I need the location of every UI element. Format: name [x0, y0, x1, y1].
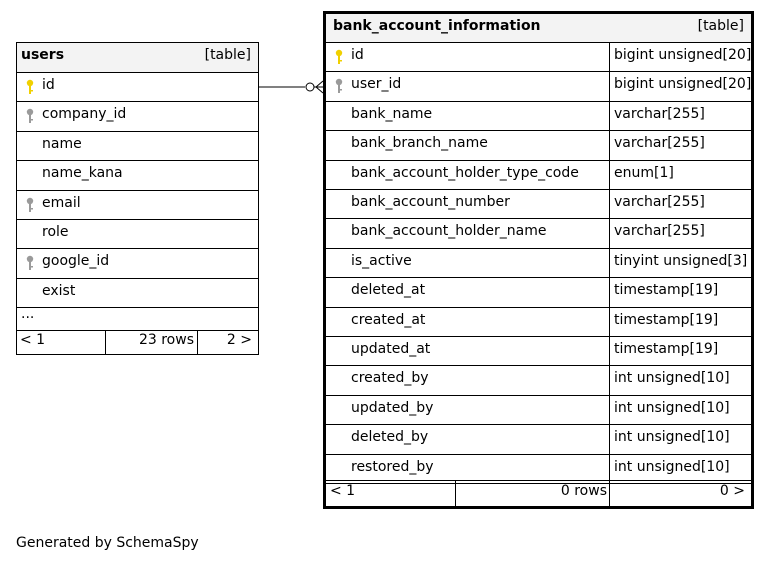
column-name: bank_account_holder_type_code [351, 164, 579, 181]
column-row[interactable]: restored_by int unsigned[10] [326, 455, 751, 484]
table-name: bank_account_information [333, 18, 541, 34]
column-datatype: timestamp[19] [614, 311, 719, 328]
column-row[interactable]: role [17, 220, 258, 250]
column-datatype: int unsigned[10] [614, 429, 730, 446]
column-name: id [351, 47, 364, 63]
column-name: bank_branch_name [351, 135, 488, 152]
column-row[interactable]: is_active tinyint unsigned[3] [326, 249, 751, 279]
column-row[interactable]: user_id bigint unsigned[20] [326, 72, 752, 102]
row-count: 23 rows [138, 332, 194, 348]
column-row[interactable]: id [17, 73, 258, 103]
prev-page-link[interactable]: < 1 [20, 332, 46, 348]
column-name: id [42, 77, 55, 93]
primary-key-icon [26, 79, 34, 94]
column-name: google_id [42, 253, 110, 270]
column-name: deleted_by [351, 429, 429, 446]
table-bank-account-information[interactable]: bank_account_information [table] id bigin… [323, 11, 754, 509]
index-key-icon [26, 256, 34, 271]
column-datatype: int unsigned[10] [614, 399, 730, 416]
primary-key-icon [335, 49, 343, 64]
column-row[interactable]: updated_by int unsigned[10] [326, 396, 751, 426]
table-footer: < 1 0 rows 0 > [326, 480, 751, 506]
column-datatype: bigint unsigned[20] [614, 76, 752, 93]
ellipsis-text: ... [21, 306, 35, 322]
column-datatype: bigint unsigned[20] [614, 47, 752, 63]
column-row[interactable]: deleted_at timestamp[19] [326, 278, 751, 308]
column-name: name_kana [42, 165, 123, 182]
column-row[interactable]: bank_account_holder_name varchar[255] [326, 219, 751, 249]
column-datatype: varchar[255] [614, 223, 705, 240]
column-row[interactable]: bank_name varchar[255] [326, 102, 751, 132]
column-name: role [42, 224, 69, 240]
generated-by-note: Generated by SchemaSpy [16, 535, 199, 551]
column-name: deleted_at [351, 282, 426, 299]
column-datatype: varchar[255] [614, 135, 705, 152]
index-key-icon [335, 79, 343, 94]
column-name: created_at [351, 311, 426, 328]
table-name: users [21, 47, 65, 63]
column-row[interactable]: bank_branch_name varchar[255] [326, 131, 751, 161]
next-page-link[interactable]: 2 > [226, 332, 252, 348]
next-page-link[interactable]: 0 > [719, 483, 745, 499]
table-header: bank_account_information [table] [326, 14, 751, 43]
column-datatype: tinyint unsigned[3] [614, 252, 748, 269]
column-row[interactable]: name [17, 132, 258, 162]
column-datatype: int unsigned[10] [614, 458, 730, 475]
datatype-column-divider [609, 43, 610, 506]
column-row[interactable]: deleted_by int unsigned[10] [326, 425, 751, 455]
column-row[interactable]: created_by int unsigned[10] [326, 366, 751, 396]
column-datatype: timestamp[19] [614, 341, 719, 357]
column-datatype: int unsigned[10] [614, 370, 730, 387]
row-count: 0 rows [560, 483, 607, 499]
index-key-icon [26, 197, 34, 212]
column-name: email [42, 194, 81, 211]
column-row[interactable]: name_kana [17, 161, 258, 191]
column-row[interactable]: id bigint unsigned[20] [326, 43, 752, 73]
column-name: created_by [351, 370, 429, 387]
table-type: [table] [697, 18, 744, 34]
column-name: exist [42, 282, 76, 299]
column-name: company_id [42, 106, 127, 123]
column-name: bank_name [351, 105, 433, 122]
column-name: updated_by [351, 399, 434, 416]
prev-page-link[interactable]: < 1 [330, 483, 356, 499]
column-name: bank_account_holder_name [351, 223, 547, 240]
column-row[interactable]: exist [17, 279, 258, 309]
column-row[interactable]: bank_account_holder_type_code enum[1] [326, 161, 751, 190]
table-type: [table] [204, 47, 251, 63]
table-header: users [table] [17, 43, 258, 73]
column-datatype: varchar[255] [614, 194, 705, 210]
column-row[interactable]: updated_at timestamp[19] [326, 337, 751, 367]
column-datatype: varchar[255] [614, 105, 705, 122]
column-name: name [42, 135, 82, 152]
column-row[interactable]: bank_account_number varchar[255] [326, 190, 751, 220]
column-row[interactable]: company_id [17, 102, 258, 132]
column-datatype: enum[1] [614, 164, 674, 181]
column-datatype: timestamp[19] [614, 282, 719, 299]
index-key-icon [26, 109, 34, 124]
column-name: restored_by [351, 458, 434, 475]
column-name: user_id [351, 76, 402, 93]
column-name: updated_at [351, 341, 431, 357]
column-name: bank_account_number [351, 194, 510, 210]
table-footer: < 1 23 rows 2 > [17, 330, 258, 354]
column-name: is_active [351, 252, 412, 269]
column-row[interactable]: created_at timestamp[19] [326, 308, 751, 337]
more-rows-indicator: ... [17, 306, 258, 331]
column-row[interactable]: email [17, 191, 258, 220]
column-row[interactable]: google_id [17, 249, 258, 279]
